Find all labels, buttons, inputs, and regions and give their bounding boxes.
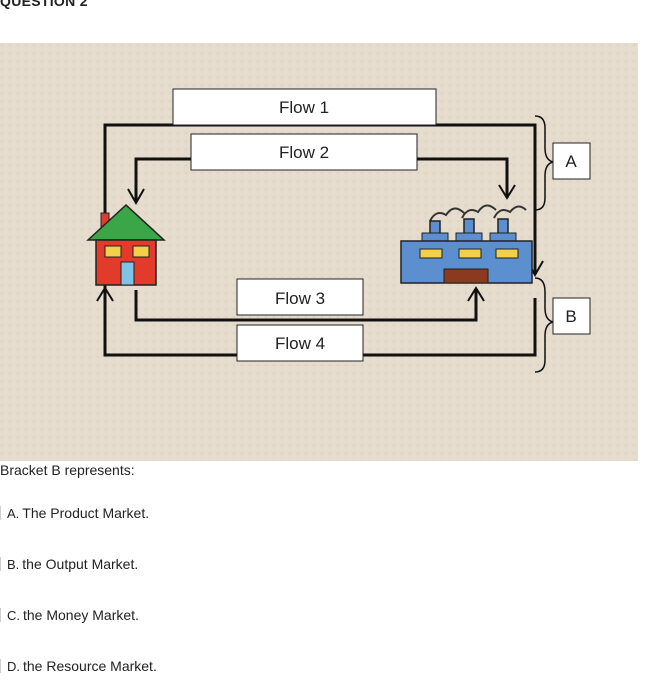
- radio-button[interactable]: [0, 608, 4, 622]
- option-letter: C.: [7, 607, 20, 623]
- answer-option-d[interactable]: D. the Resource Market.: [0, 658, 157, 674]
- flow-1-box: Flow 1: [172, 88, 437, 126]
- answer-option-a[interactable]: A. The Product Market.: [0, 505, 149, 521]
- option-letter: B.: [7, 556, 20, 572]
- flow-1-label: Flow 1: [279, 98, 329, 117]
- radio-button[interactable]: [0, 506, 4, 520]
- radio-button[interactable]: [0, 557, 4, 571]
- house-icon: [86, 203, 166, 286]
- answer-option-c[interactable]: C. the Money Market.: [0, 607, 139, 623]
- option-text: the Money Market.: [23, 607, 139, 623]
- option-text: the Output Market.: [22, 556, 139, 572]
- flow-4-box: Flow 4: [236, 324, 364, 362]
- option-text: The Product Market.: [22, 505, 150, 521]
- flow-3-label: Flow 3: [275, 289, 325, 308]
- answer-option-b[interactable]: B. the Output Market.: [0, 556, 138, 572]
- question-header: QUESTION 2: [0, 0, 88, 9]
- bracket-a: A: [534, 115, 591, 211]
- flow-3-box: Flow 3: [236, 278, 364, 316]
- bracket-b-label: B: [565, 307, 576, 326]
- option-letter: A.: [7, 505, 20, 521]
- flow-2-box: Flow 2: [190, 133, 418, 171]
- flow-2-label: Flow 2: [279, 143, 329, 162]
- circular-flow-diagram: Flow 1 Flow 2 Flow 3 Flow 4: [0, 43, 638, 461]
- option-letter: D.: [7, 658, 20, 674]
- radio-button[interactable]: [0, 659, 4, 673]
- bracket-a-label: A: [565, 152, 577, 171]
- flow-4-label: Flow 4: [275, 334, 325, 353]
- question-prompt: Bracket B represents:: [0, 462, 135, 478]
- factory-icon: [400, 204, 533, 284]
- bracket-b: B: [534, 277, 591, 373]
- inner-bottom-loop: [134, 286, 485, 322]
- option-text: the Resource Market.: [23, 658, 157, 674]
